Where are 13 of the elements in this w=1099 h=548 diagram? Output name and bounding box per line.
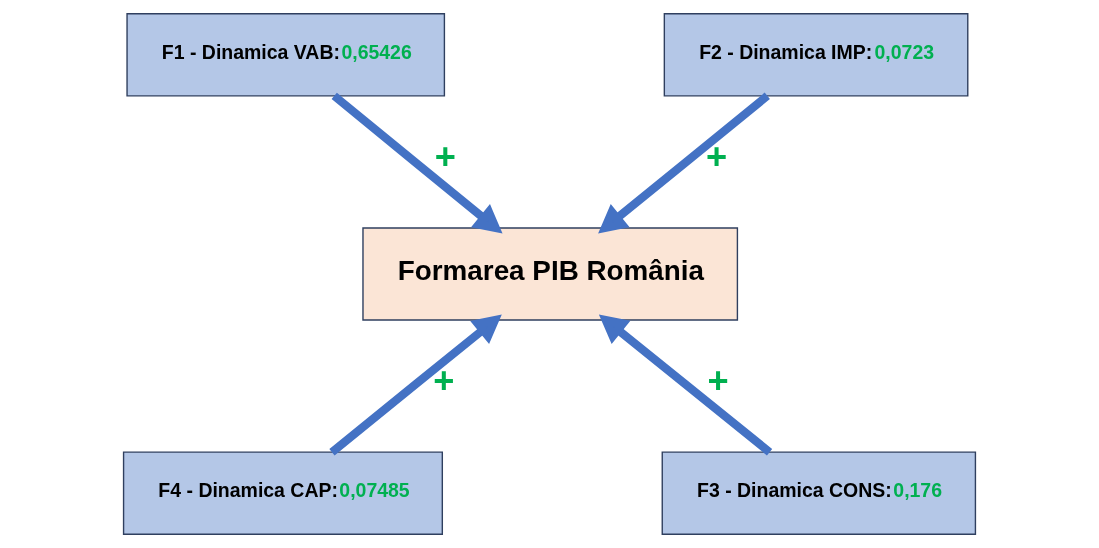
node-box: F3 - Dinamica CONS:0,176 xyxy=(661,451,977,535)
edge-label: + xyxy=(433,360,455,402)
edge-label: + xyxy=(706,136,728,178)
node-box: F4 - Dinamica CAP:0,07485 xyxy=(122,451,443,535)
node-box: F1 - Dinamica VAB:0,65426 xyxy=(126,13,446,97)
edge-label: + xyxy=(434,136,456,178)
arrow xyxy=(329,314,502,456)
edge-label: + xyxy=(707,360,729,402)
arrow xyxy=(598,92,770,234)
node-box: F2 - Dinamica IMP:0,0723 xyxy=(663,13,969,97)
node-box: Formarea PIB România xyxy=(362,227,739,321)
arrow xyxy=(598,314,773,456)
arrow xyxy=(331,92,503,234)
